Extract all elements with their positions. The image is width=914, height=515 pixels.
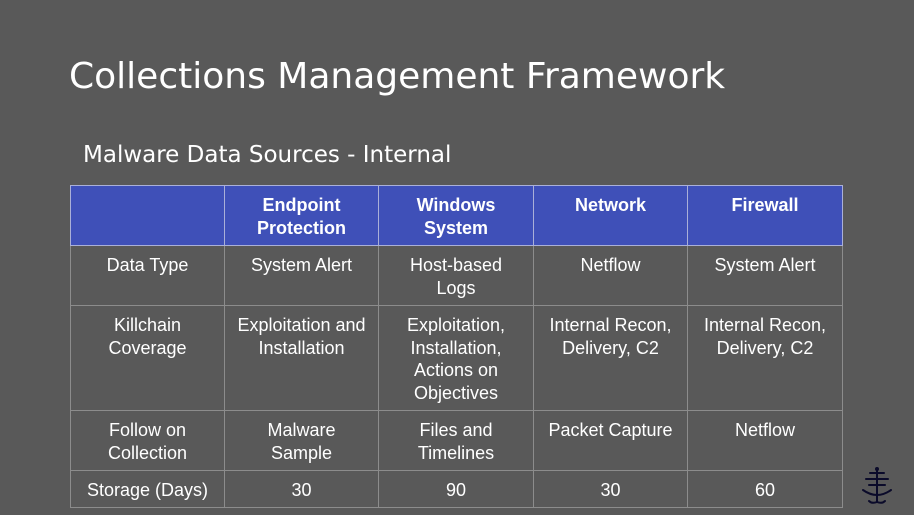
row-label-storage-days: Storage (Days) bbox=[70, 470, 225, 508]
table-cell: Netflow bbox=[533, 245, 688, 306]
table-cell: Exploitation and Installation bbox=[224, 305, 379, 411]
table-cell: 30 bbox=[224, 470, 379, 508]
header-endpoint-protection: Endpoint Protection bbox=[224, 185, 379, 246]
table-cell: Malware Sample bbox=[224, 410, 379, 471]
table-cell: Netflow bbox=[687, 410, 843, 471]
table-cell: 30 bbox=[533, 470, 688, 508]
table-cell: Internal Recon, Delivery, C2 bbox=[687, 305, 843, 411]
table-header-row: Endpoint Protection Windows System Netwo… bbox=[70, 185, 843, 246]
table-cell: Internal Recon, Delivery, C2 bbox=[533, 305, 688, 411]
table-row: Storage (Days) 30 90 30 60 bbox=[70, 470, 843, 508]
header-network: Network bbox=[533, 185, 688, 246]
table-row: Killchain Coverage Exploitation and Inst… bbox=[70, 305, 843, 411]
table-cell: Exploitation, Installation, Actions on O… bbox=[378, 305, 534, 411]
header-firewall: Firewall bbox=[687, 185, 843, 246]
header-corner-cell bbox=[70, 185, 225, 246]
row-label-data-type: Data Type bbox=[70, 245, 225, 306]
table-cell: Files and Timelines bbox=[378, 410, 534, 471]
table-cell: 90 bbox=[378, 470, 534, 508]
row-label-killchain-coverage: Killchain Coverage bbox=[70, 305, 225, 411]
table-cell: Packet Capture bbox=[533, 410, 688, 471]
table-row: Follow on Collection Malware Sample File… bbox=[70, 410, 843, 471]
table-cell: Host-based Logs bbox=[378, 245, 534, 306]
table-cell: System Alert bbox=[687, 245, 843, 306]
header-windows-system: Windows System bbox=[378, 185, 534, 246]
data-sources-table: Endpoint Protection Windows System Netwo… bbox=[70, 185, 843, 508]
table-cell: 60 bbox=[687, 470, 843, 508]
row-label-follow-on-collection: Follow on Collection bbox=[70, 410, 225, 471]
table-row: Data Type System Alert Host-based Logs N… bbox=[70, 245, 843, 306]
slide-subtitle: Malware Data Sources - Internal bbox=[83, 142, 452, 168]
slide-title: Collections Management Framework bbox=[69, 56, 726, 97]
table-cell: System Alert bbox=[224, 245, 379, 306]
anchor-tree-logo-icon bbox=[862, 467, 892, 504]
